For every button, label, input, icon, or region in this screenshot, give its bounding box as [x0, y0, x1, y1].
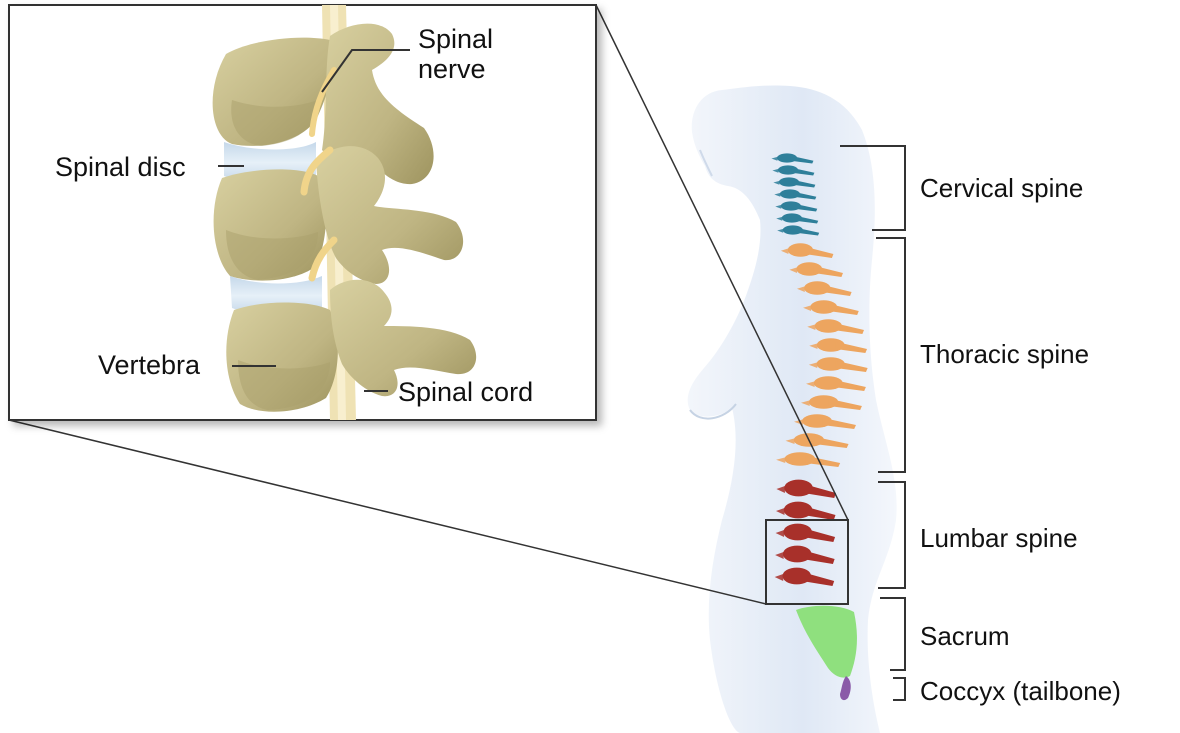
bracket-coccyx — [893, 678, 905, 700]
label-lumbar-spine: Lumbar spine — [920, 523, 1078, 553]
label-spinal-disc: Spinal disc — [55, 152, 186, 182]
label-spinal-nerve: Spinal nerve — [418, 24, 493, 84]
label-thoracic-spine: Thoracic spine — [920, 339, 1089, 369]
callout-line-bottom — [9, 420, 766, 604]
label-spinal-cord: Spinal cord — [398, 377, 533, 407]
label-sacrum: Sacrum — [920, 621, 1010, 651]
label-coccyx: Coccyx (tailbone) — [920, 676, 1121, 706]
label-cervical-spine: Cervical spine — [920, 173, 1083, 203]
bracket-sacrum — [880, 598, 905, 670]
label-vertebra: Vertebra — [98, 350, 200, 380]
